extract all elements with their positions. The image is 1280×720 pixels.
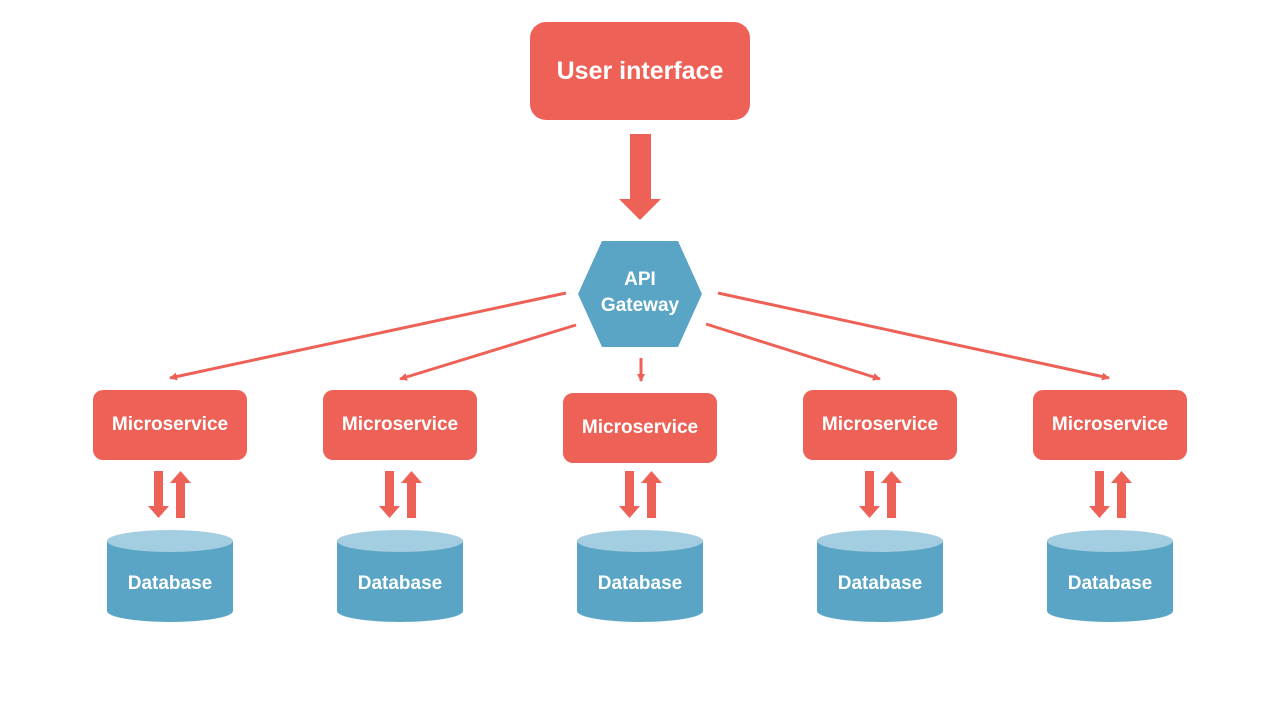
sync-arrows-1 xyxy=(148,471,191,518)
sync-arrows-3 xyxy=(619,471,662,518)
database-cylinder-2 xyxy=(337,530,463,622)
database-cylinder-4 xyxy=(817,530,943,622)
database-cylinder-3 xyxy=(577,530,703,622)
sync-arrows-4 xyxy=(859,471,902,518)
sync-arrows-5 xyxy=(1089,471,1132,518)
gateway-to-microservice-4-arrow xyxy=(705,322,881,381)
gateway-to-microservice-1-arrow xyxy=(169,291,567,381)
database-cylinder-1 xyxy=(107,530,233,622)
database-cylinder-5 xyxy=(1047,530,1173,622)
gateway-to-microservice-2-arrow xyxy=(399,323,577,381)
user-interface-node: User interface xyxy=(530,22,750,120)
gateway-to-microservice-5-arrow xyxy=(717,291,1110,381)
sync-arrows-2 xyxy=(379,471,422,518)
ui-to-gateway-arrow xyxy=(619,134,661,220)
api-gateway-hexagon xyxy=(578,241,702,347)
microservice-node-4: Microservice xyxy=(803,390,957,460)
microservice-node-1: Microservice xyxy=(93,390,247,460)
microservice-node-3: Microservice xyxy=(563,393,717,463)
microservice-node-5: Microservice xyxy=(1033,390,1187,460)
microservice-node-2: Microservice xyxy=(323,390,477,460)
